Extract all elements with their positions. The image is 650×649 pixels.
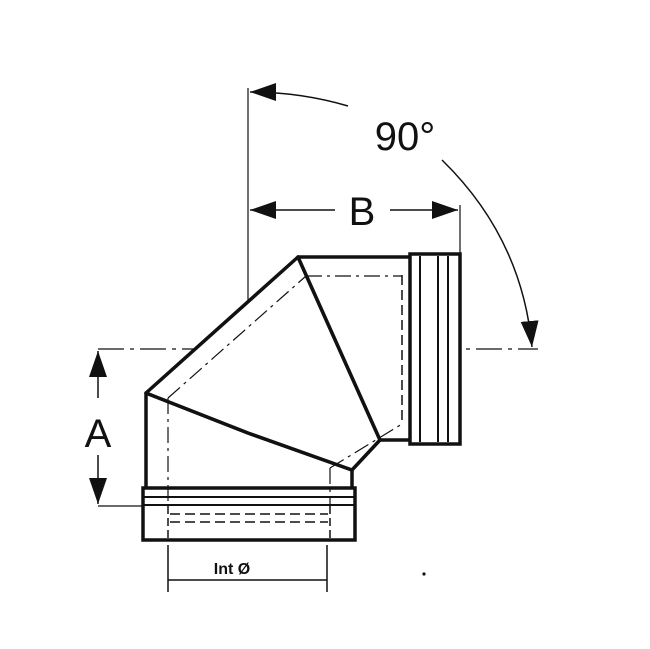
angle-arc-upper [249, 83, 349, 107]
dimension-a-label: A [85, 412, 112, 456]
internal-diameter-dimension [167, 545, 328, 592]
right-socket-sleeve [408, 252, 462, 446]
angle-label: 90° [375, 115, 436, 159]
right-socket [401, 252, 462, 446]
angle-arc [249, 83, 539, 348]
elbow-body [144, 255, 417, 494]
hidden-edges [167, 275, 403, 506]
angle-arc-lower [441, 159, 539, 348]
dimension-b-label: B [349, 190, 376, 234]
hidden-edge [329, 423, 403, 469]
bottom-socket [141, 486, 357, 542]
internal-diameter-label: Int Ø [214, 561, 250, 578]
hidden-edge [167, 275, 307, 399]
stray-dot [422, 572, 426, 576]
